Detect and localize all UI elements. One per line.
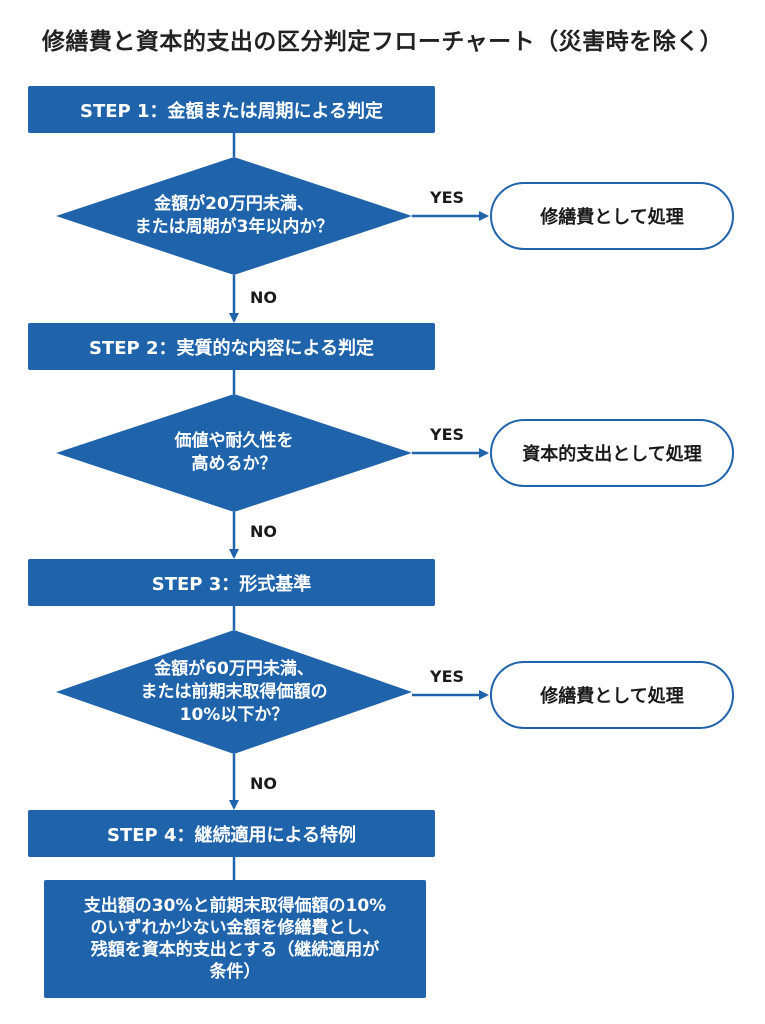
final-line-4: 条件） bbox=[209, 962, 261, 982]
decision-diamond-1 bbox=[56, 157, 412, 275]
step-3-bar: STEP 3：形式基準 bbox=[28, 559, 435, 606]
yes-label-1: YES bbox=[430, 188, 465, 207]
step-4-bar: STEP 4：継続適用による特例 bbox=[28, 810, 435, 857]
page-title: 修繕費と資本的支出の区分判定フローチャート（災害時を除く） bbox=[41, 29, 724, 55]
decision-diamond-2 bbox=[56, 394, 412, 512]
yes-label-3: YES bbox=[430, 667, 465, 686]
step-2-bar: STEP 2：実質的な内容による判定 bbox=[28, 323, 435, 370]
step-1-bar: STEP 1：金額または周期による判定 bbox=[28, 86, 435, 133]
decision-3-line-1: 金額が60万円未満、 bbox=[154, 658, 314, 679]
result-repair-expense-2: 修繕費として処理 bbox=[490, 661, 734, 729]
decision-1-line-1: 金額が20万円未満、 bbox=[154, 194, 314, 214]
no-label-3: NO bbox=[250, 774, 277, 793]
final-line-3: 残額を資本的支出とする（継続適用が bbox=[90, 940, 380, 960]
final-rule-box: 支出額の30%と前期末取得価額の10% のいずれか少ない金額を修繕費とし、 残額… bbox=[44, 880, 426, 998]
final-line-2: のいずれか少ない金額を修繕費とし、 bbox=[90, 918, 380, 938]
no-label-2: NO bbox=[250, 522, 277, 541]
result-capital-expenditure: 資本的支出として処理 bbox=[490, 419, 734, 487]
decision-2-line-1: 価値や耐久性を bbox=[174, 431, 294, 451]
decision-3-line-2: または前期末取得価額の bbox=[140, 681, 328, 702]
decision-2-line-2: 高めるか？ bbox=[191, 454, 277, 474]
decision-1-text: 金額が20万円未満、 または周期が3年以内か？ bbox=[58, 186, 410, 246]
decision-1-line-2: または周期が3年以内か？ bbox=[134, 217, 334, 237]
decision-3-text: 金額が60万円未満、 または前期末取得価額の 10%以下か？ bbox=[58, 655, 410, 729]
decision-2-text: 価値や耐久性を 高めるか？ bbox=[58, 423, 410, 483]
decision-diamond-3 bbox=[56, 630, 412, 754]
final-line-1: 支出額の30%と前期末取得価額の10% bbox=[83, 896, 387, 916]
result-repair-expense-1: 修繕費として処理 bbox=[490, 182, 734, 250]
yes-label-2: YES bbox=[430, 425, 465, 444]
no-label-1: NO bbox=[250, 288, 277, 307]
decision-3-line-3: 10%以下か？ bbox=[179, 704, 289, 725]
